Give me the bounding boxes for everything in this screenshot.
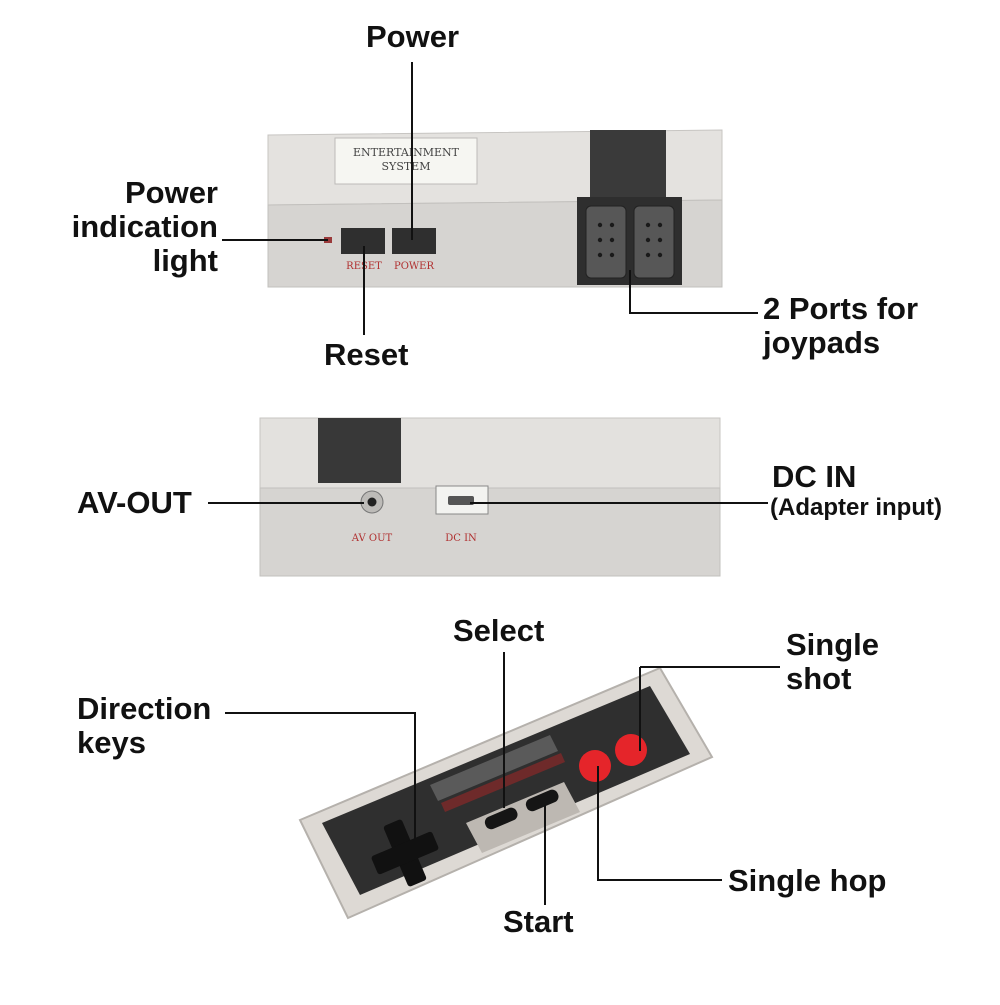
ports-leader	[629, 270, 758, 314]
joypad-port-2	[633, 205, 675, 279]
callout-power-light-line3: light	[152, 243, 218, 278]
callout-av-out: AV-OUT	[77, 485, 192, 520]
power-button	[392, 228, 436, 254]
callout-start: Start	[503, 904, 574, 939]
callout-reset: Reset	[324, 337, 409, 372]
callout-power: Power	[366, 19, 460, 54]
start-button	[525, 789, 559, 812]
console-back-face	[259, 487, 721, 577]
single-shot-button	[615, 734, 647, 766]
callout-ports-line2: joypads	[763, 325, 881, 360]
callout-dc-in: DC IN	[772, 459, 857, 494]
joypad-port-1	[585, 205, 627, 279]
callout-dc-in-sub: (Adapter input)	[770, 494, 942, 521]
av-out-jack-hole	[367, 497, 377, 507]
controller-stripe-1	[430, 735, 558, 801]
leader-lines	[208, 62, 780, 905]
dc-in-label: DC IN	[445, 533, 477, 544]
callout-power-light-line1: Power	[124, 175, 218, 210]
callout-ports: 2 Ports for joypads	[763, 292, 918, 360]
callout-ports-line1: 2 Ports for	[763, 291, 919, 326]
cartridge-slot-back	[318, 418, 401, 483]
single-hop-button	[579, 750, 611, 782]
badge-line1: ENTERTAINMENT	[353, 146, 460, 159]
callout-direction-line2: keys	[77, 725, 146, 760]
direction-pad	[371, 819, 439, 887]
callout-select: Select	[453, 613, 545, 648]
console-back: AV OUT DC IN	[259, 417, 721, 577]
callout-single-hop: Single hop	[728, 863, 887, 898]
av-out-label: AV OUT	[351, 533, 393, 544]
power-label: POWER	[394, 261, 435, 272]
callout-direction-keys: Direction keys	[77, 692, 211, 760]
cartridge-slot-cover	[590, 130, 666, 205]
badge-line2: SYSTEM	[382, 160, 431, 173]
callout-single-shot: Single shot	[786, 628, 879, 696]
callout-direction-line1: Direction	[77, 691, 212, 726]
console-front: ENTERTAINMENT SYSTEM RESET POWER	[267, 129, 723, 288]
callout-power-light-line2: indication	[71, 209, 218, 244]
callout-single-shot-line2: shot	[786, 661, 852, 696]
port-pins	[597, 222, 663, 258]
select-button	[484, 807, 518, 830]
dc-in-port	[448, 496, 474, 505]
direction-leader	[225, 712, 416, 850]
entertainment-badge	[334, 137, 478, 185]
callout-single-shot-line1: Single	[786, 627, 880, 662]
single-hop-leader	[597, 766, 722, 881]
callout-power-light: Power indication light	[60, 176, 218, 278]
